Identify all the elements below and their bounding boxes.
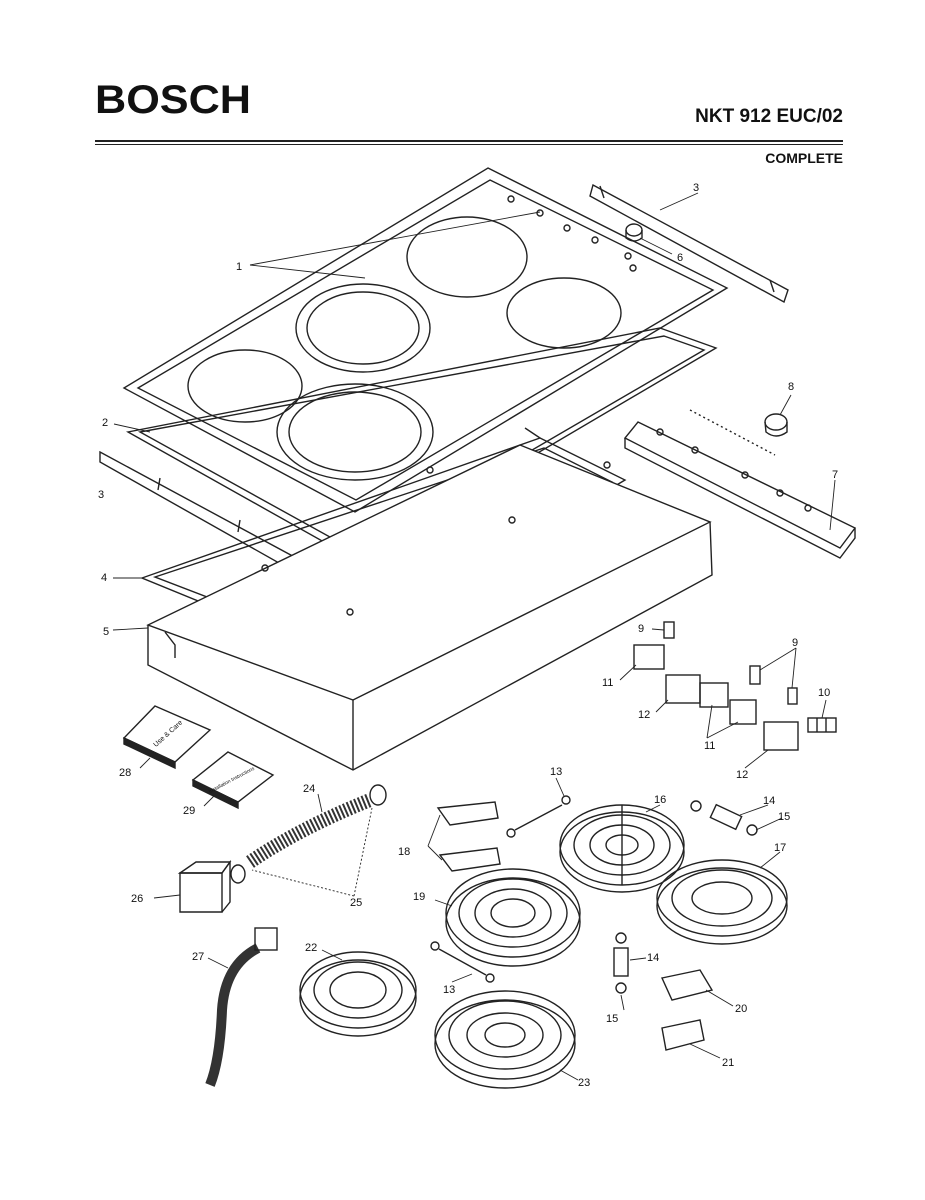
callout-8: 8 bbox=[788, 381, 794, 393]
callout-16: 16 bbox=[654, 794, 666, 806]
callout-18: 18 bbox=[398, 846, 410, 858]
callout-23: 23 bbox=[578, 1077, 590, 1089]
callout-9b: 9 bbox=[792, 637, 798, 649]
knob-part-8 bbox=[764, 413, 788, 437]
knob-part-6 bbox=[625, 223, 643, 242]
terminal-block-part bbox=[807, 717, 837, 733]
glass-cooktop-part bbox=[122, 167, 729, 513]
callout-28: 28 bbox=[119, 767, 131, 779]
callout-3b: 3 bbox=[693, 182, 699, 194]
callout-9a: 9 bbox=[638, 623, 644, 635]
power-cable-part bbox=[205, 927, 278, 1087]
callout-15b: 15 bbox=[606, 1013, 618, 1025]
callout-4: 4 bbox=[101, 572, 107, 584]
callout-25: 25 bbox=[350, 897, 362, 909]
callout-24: 24 bbox=[303, 783, 315, 795]
model-number: NKT 912 EUC/02 bbox=[695, 106, 843, 127]
section-label: COMPLETE bbox=[765, 150, 843, 166]
callout-7: 7 bbox=[832, 469, 838, 481]
callout-12a: 12 bbox=[638, 709, 650, 721]
callout-13a: 13 bbox=[550, 766, 562, 778]
header-rule-thin bbox=[95, 144, 843, 145]
housing-part bbox=[146, 444, 713, 771]
callout-15a: 15 bbox=[778, 811, 790, 823]
callout-17: 17 bbox=[774, 842, 786, 854]
callout-26: 26 bbox=[131, 893, 143, 905]
callout-11a: 11 bbox=[602, 677, 613, 689]
spring-parts bbox=[430, 795, 571, 983]
connector-parts bbox=[661, 969, 714, 1051]
callout-11b: 11 bbox=[704, 740, 715, 752]
callout-20: 20 bbox=[735, 1003, 747, 1015]
callout-14a: 14 bbox=[763, 795, 775, 807]
header-rule bbox=[95, 140, 843, 142]
limiter-parts bbox=[613, 800, 758, 994]
callout-5: 5 bbox=[103, 626, 109, 638]
manual-installation bbox=[191, 751, 275, 810]
callout-27: 27 bbox=[192, 951, 204, 963]
callout-12b: 12 bbox=[736, 769, 748, 781]
callout-6: 6 bbox=[677, 252, 683, 264]
callout-1: 1 bbox=[236, 261, 242, 273]
right-rail-part bbox=[589, 183, 789, 304]
callout-3a: 3 bbox=[98, 489, 104, 501]
switch-parts bbox=[633, 621, 799, 751]
callout-19: 19 bbox=[413, 891, 425, 903]
junction-box-part bbox=[177, 859, 232, 913]
callout-2: 2 bbox=[102, 417, 108, 429]
leader-lines bbox=[112, 192, 836, 1081]
heating-elements bbox=[299, 804, 788, 1089]
control-bracket-part bbox=[623, 409, 857, 559]
hose-part bbox=[230, 784, 387, 884]
clip-parts bbox=[436, 801, 501, 872]
callout-21: 21 bbox=[722, 1057, 734, 1069]
callout-14b: 14 bbox=[647, 952, 659, 964]
manual-use-care bbox=[122, 705, 212, 770]
callout-labels: 1 2 3 3 4 5 6 7 8 9 9 10 11 11 12 12 13 … bbox=[98, 182, 838, 1089]
callout-29: 29 bbox=[183, 805, 195, 817]
callout-10: 10 bbox=[818, 687, 830, 699]
callout-13b: 13 bbox=[443, 984, 455, 996]
callout-22: 22 bbox=[305, 942, 317, 954]
brand-logo: BOSCH bbox=[95, 78, 252, 122]
